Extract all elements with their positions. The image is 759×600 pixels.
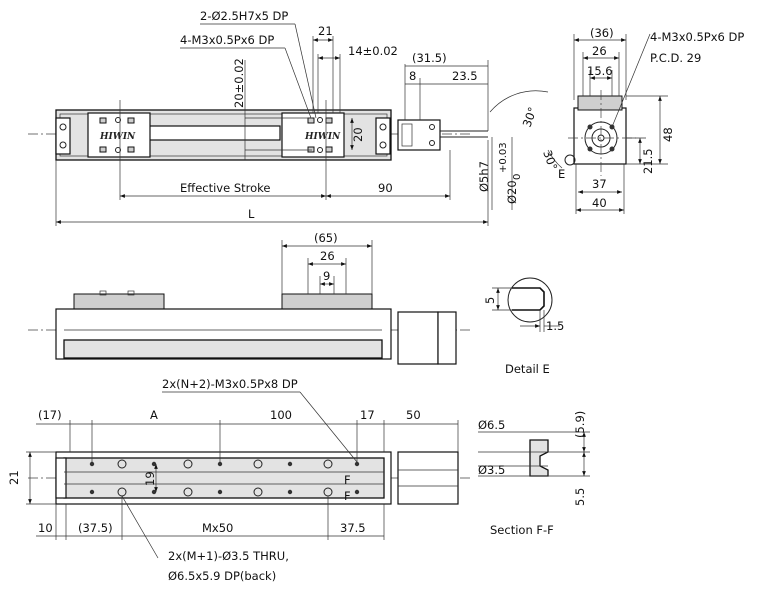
bottom-left-endplate [55, 457, 67, 499]
top-adapter-bolt [429, 140, 435, 146]
end-carriage [577, 95, 623, 111]
dim-21: 21 [318, 24, 333, 38]
top-left-endplate [55, 117, 71, 155]
end-view: E (36) 26 15.6 4-M3x0.5Px6 DP P.C.D. 29 … [558, 26, 744, 214]
callout-taps: 4-M3x0.5Px6 DP [180, 33, 274, 47]
side-motor-adapter [397, 311, 439, 365]
label-F-lower: F [344, 489, 351, 503]
dim-9: 9 [323, 269, 330, 283]
hiwin-logo: HIWIN [304, 132, 341, 142]
dim-48: 48 [661, 127, 675, 142]
dim-65: (65) [314, 231, 338, 245]
hiwin-logo: HIWIN [99, 132, 136, 142]
dim-17-left: (17) [38, 408, 62, 422]
bottom-thru-holes [117, 459, 333, 497]
tol-lower: 0 [512, 174, 523, 180]
dim-section-5-9: (5.9) [573, 411, 587, 438]
dim-17-right: 17 [360, 408, 375, 422]
leader-dowel [294, 23, 317, 119]
label-effective-stroke: Effective Stroke [180, 181, 270, 195]
tol-upper: +0.03 [498, 142, 509, 173]
dim-section-3-5: Ø3.5 [478, 463, 505, 477]
dim-20-tol: 20±0.02 [232, 58, 246, 108]
dim-shaft-20: Ø20 [505, 180, 519, 204]
label-L: L [248, 207, 255, 221]
top-carriage-end-bolts [307, 117, 333, 153]
dim-side-26: 26 [320, 249, 335, 263]
detail-e: 5 1.5 Detail E [483, 277, 564, 376]
dim-100: 100 [270, 408, 292, 422]
detail-e-marker [564, 154, 576, 166]
top-carriage-start-bolts [99, 117, 135, 153]
dim-37-5-right: 37.5 [340, 521, 366, 535]
dim-90: 90 [378, 181, 393, 195]
dim-21-5: 21.5 [641, 148, 655, 174]
dim-section-5-5: 5.5 [573, 488, 587, 506]
leader-taps [284, 47, 312, 119]
bottom-inner [63, 457, 385, 499]
top-view: HIWIN HIWIN 2-Ø2.5H7x5 DP 4-M3x0.5Px6 DP… [28, 9, 563, 226]
dim-detail-1-5: 1.5 [546, 319, 564, 333]
dim-bottom-21: 21 [7, 470, 21, 485]
callout-bottom-cbore: Ø6.5x5.9 DP(back) [168, 569, 276, 583]
leader-end-taps [611, 33, 651, 128]
dim-detail-5: 5 [483, 297, 497, 304]
dim-15-6: 15.6 [587, 64, 613, 78]
dim-40: 40 [592, 196, 607, 210]
callout-end-taps: 4-M3x0.5Px6 DP [650, 30, 744, 44]
dim-37: 37 [592, 177, 607, 191]
dim-37-5-left: (37.5) [78, 521, 113, 535]
detail-e-profile [512, 287, 545, 311]
dim-19: 19 [143, 471, 157, 486]
dim-14: 14±0.02 [348, 44, 398, 58]
side-carriage-end [281, 293, 373, 310]
dim-shaft-h7: Ø5h7 [477, 161, 491, 192]
dim-36: (36) [590, 26, 614, 40]
dim-26: 26 [592, 44, 607, 58]
dim-20: 20 [351, 127, 365, 142]
top-screw-slot [139, 125, 281, 141]
dim-50: 50 [406, 408, 421, 422]
end-body [573, 107, 627, 165]
label-E: E [558, 167, 565, 181]
side-motor-flange [437, 311, 457, 365]
side-lower-rail [63, 339, 383, 359]
angle-30-lower: 30° [540, 148, 560, 172]
top-adapter-window [401, 123, 413, 147]
label-Mx50: Mx50 [202, 521, 233, 535]
callout-pcd: P.C.D. 29 [650, 51, 701, 65]
detail-e-circle [507, 277, 553, 323]
angle-arc-lower [547, 149, 563, 169]
callout-bottom-thru: 2x(M+1)-Ø3.5 THRU, [168, 549, 289, 563]
angle-30-upper: 30° [520, 105, 540, 129]
section-ff: Ø6.5 Ø3.5 (5.9) 5.5 Section F-F [478, 411, 590, 537]
top-adapter-bolt [429, 124, 435, 130]
callout-bottom-taps: 2x(N+2)-M3x0.5Px8 DP [162, 377, 298, 391]
side-carriage-start [73, 293, 165, 310]
callout-dowel-holes: 2-Ø2.5H7x5 DP [200, 9, 288, 23]
top-endplate-bolt [379, 123, 387, 131]
dim-8: 8 [409, 69, 416, 83]
top-motor-adapter [397, 119, 441, 151]
dim-section-6-5: Ø6.5 [478, 418, 505, 432]
section-ff-title: Section F-F [490, 523, 554, 537]
bottom-view: 2x(N+2)-M3x0.5Px8 DP (17) A 100 17 50 21… [7, 377, 470, 583]
dim-10: 10 [38, 521, 53, 535]
top-endplate-bolt [59, 123, 67, 131]
top-endplate-bolt [59, 141, 67, 149]
top-carriage-start [87, 112, 151, 158]
angle-arc-upper [489, 90, 549, 113]
dim-23-5: 23.5 [452, 69, 478, 83]
side-view: (65) 26 9 [28, 231, 470, 365]
top-endplate-bolt [379, 141, 387, 149]
top-right-endplate [375, 117, 391, 155]
bottom-motor-adapter [397, 451, 459, 505]
dim-31-5: (31.5) [412, 51, 447, 65]
label-F-upper: F [344, 473, 351, 487]
section-ff-profile [529, 439, 549, 477]
detail-e-title: Detail E [505, 362, 550, 376]
label-A: A [150, 408, 158, 422]
